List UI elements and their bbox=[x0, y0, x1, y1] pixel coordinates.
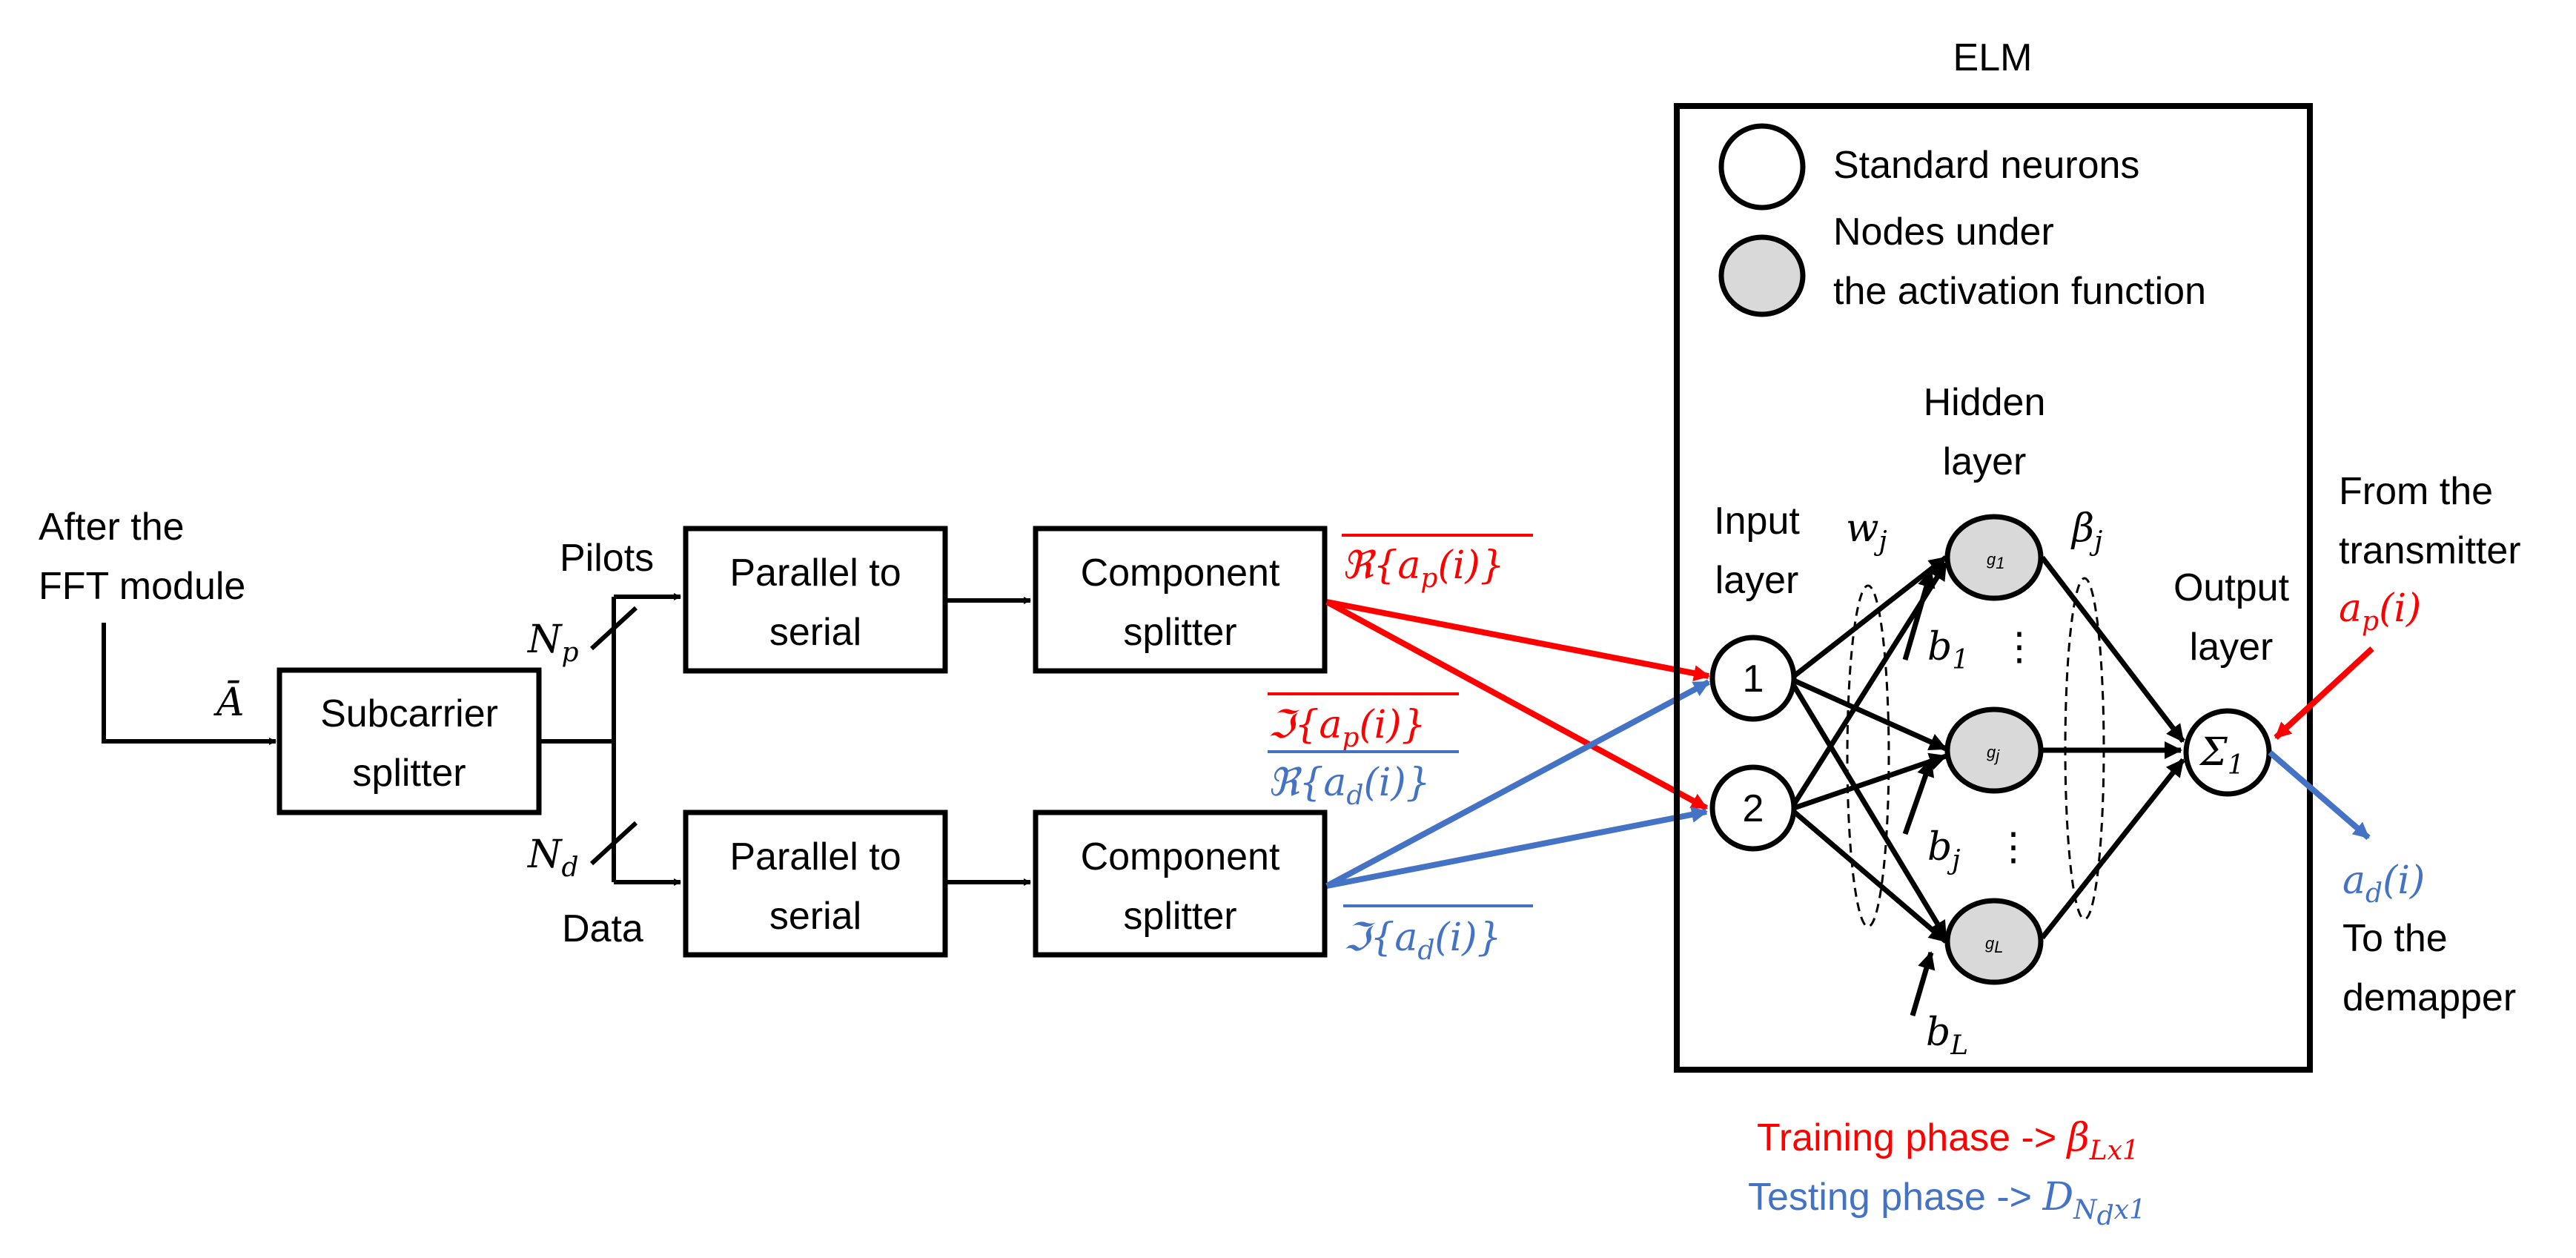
legend-standard-label: Standard neurons bbox=[1833, 144, 2139, 187]
legend-activation-label-2: the activation function bbox=[1833, 270, 2206, 313]
weights-dashed-ellipse bbox=[1846, 584, 1890, 928]
legend-activation-label: Nodes under bbox=[1833, 211, 2054, 254]
output-node-sum bbox=[2183, 708, 2272, 797]
data-label: Data bbox=[562, 907, 643, 950]
re-ap-label: ℜ{ap(i)} bbox=[1342, 543, 1505, 594]
elm-title: ELM bbox=[1953, 36, 2033, 79]
re-ad-arrow bbox=[1325, 679, 1710, 889]
bj-label: bj bbox=[1927, 825, 1960, 875]
parallel-to-serial-box-top bbox=[683, 526, 948, 674]
legend-standard-neuron-icon bbox=[1718, 123, 1806, 211]
p2s-bottom-label-2: serial bbox=[769, 895, 861, 938]
component-splitter-box-bottom bbox=[1033, 810, 1328, 958]
hidden-node-gL bbox=[1944, 898, 2044, 985]
p2s-bottom-label: Parallel to bbox=[729, 835, 901, 878]
hidden-node-gL-label: gL bbox=[1985, 934, 2004, 956]
subcarrier-splitter-box bbox=[277, 667, 542, 815]
component-splitter-box-top bbox=[1033, 526, 1328, 674]
re-ad-label: ℜ{ad(i)} bbox=[1268, 761, 1431, 811]
re-ap-arrow bbox=[1326, 599, 1710, 681]
output-layer-label: Output bbox=[2173, 566, 2290, 609]
im-ap-arrow bbox=[1325, 599, 1708, 811]
after-fft-label-2: FFT module bbox=[39, 565, 245, 608]
input-node-1 bbox=[1709, 635, 1797, 722]
hidden-node-gj bbox=[1944, 706, 2044, 794]
hidden-layer-label-2: layer bbox=[1943, 440, 2027, 483]
elm-box bbox=[1674, 103, 2313, 1073]
np-slash bbox=[589, 606, 638, 651]
b1-label: b1 bbox=[1927, 625, 1969, 675]
p2s-top-label: Parallel to bbox=[729, 552, 901, 595]
input-layer-label-2: layer bbox=[1715, 559, 1799, 602]
b1-vdots: ⋮ bbox=[2000, 626, 2039, 669]
to-demapper-label: To the bbox=[2342, 917, 2448, 960]
legend-activation-node-icon bbox=[1718, 234, 1806, 317]
hidden-node-g1-label: g1 bbox=[1987, 550, 2005, 572]
w-j-label: wj bbox=[1846, 506, 1887, 557]
input-arrow bbox=[102, 623, 277, 745]
input-node-2 bbox=[1709, 764, 1797, 852]
after-fft-label: After the bbox=[39, 506, 185, 549]
comp-bottom-label-2: splitter bbox=[1123, 895, 1236, 938]
input-node-2-label: 2 bbox=[1743, 787, 1764, 830]
from-transmitter-label-2: transmitter bbox=[2339, 529, 2521, 572]
input-layer-label: Input bbox=[1714, 500, 1800, 543]
ad-arrow bbox=[2268, 749, 2371, 841]
nd-label: Nd bbox=[526, 832, 579, 883]
pilots-label: Pilots bbox=[560, 537, 654, 580]
output-node-sum-label: Σ1 bbox=[2199, 730, 2245, 781]
nd-slash bbox=[589, 821, 638, 866]
comp-top-label: Component bbox=[1081, 552, 1280, 595]
hidden-layer-label: Hidden bbox=[1924, 381, 2046, 424]
np-label: Np bbox=[526, 618, 579, 668]
comp-bottom-label: Component bbox=[1081, 835, 1280, 878]
hidden-node-g1 bbox=[1944, 514, 2044, 601]
comp-top-label-2: splitter bbox=[1123, 611, 1236, 654]
beta-j-label: βj bbox=[2070, 506, 2102, 557]
bL-label: bL bbox=[1926, 1010, 1968, 1061]
testing-phase-label: Testing phase -> DNdx1 bbox=[1748, 1175, 2146, 1231]
ad-label: ad(i) bbox=[2342, 858, 2425, 909]
parallel-to-serial-box-bottom bbox=[683, 810, 948, 958]
subcarrier-splitter-label: Subcarrier bbox=[320, 692, 498, 735]
im-ad-label: ℑ{ad(i)} bbox=[1343, 916, 1502, 966]
training-phase-label: Training phase -> βLx1 bbox=[1757, 1116, 2139, 1166]
hidden-node-gj-label: gj bbox=[1987, 743, 2000, 765]
im-ad-arrow bbox=[1326, 807, 1708, 889]
to-demapper-label-2: demapper bbox=[2342, 976, 2516, 1019]
p2s-top-label-2: serial bbox=[769, 611, 861, 654]
ap-label: ap(i) bbox=[2339, 586, 2421, 637]
beta-dashed-ellipse bbox=[2064, 577, 2105, 921]
bj-vdots: ⋮ bbox=[1994, 826, 2033, 869]
output-layer-label-2: layer bbox=[2190, 626, 2274, 669]
im-ap-label: ℑ{ap(i)} bbox=[1268, 703, 1426, 753]
a-bar-label: Ā bbox=[213, 681, 245, 725]
from-transmitter-label: From the bbox=[2339, 470, 2493, 513]
subcarrier-splitter-label-2: splitter bbox=[352, 752, 466, 795]
ap-arrow bbox=[2274, 646, 2374, 740]
network-connections bbox=[1792, 555, 2185, 1016]
input-node-1-label: 1 bbox=[1743, 658, 1764, 701]
